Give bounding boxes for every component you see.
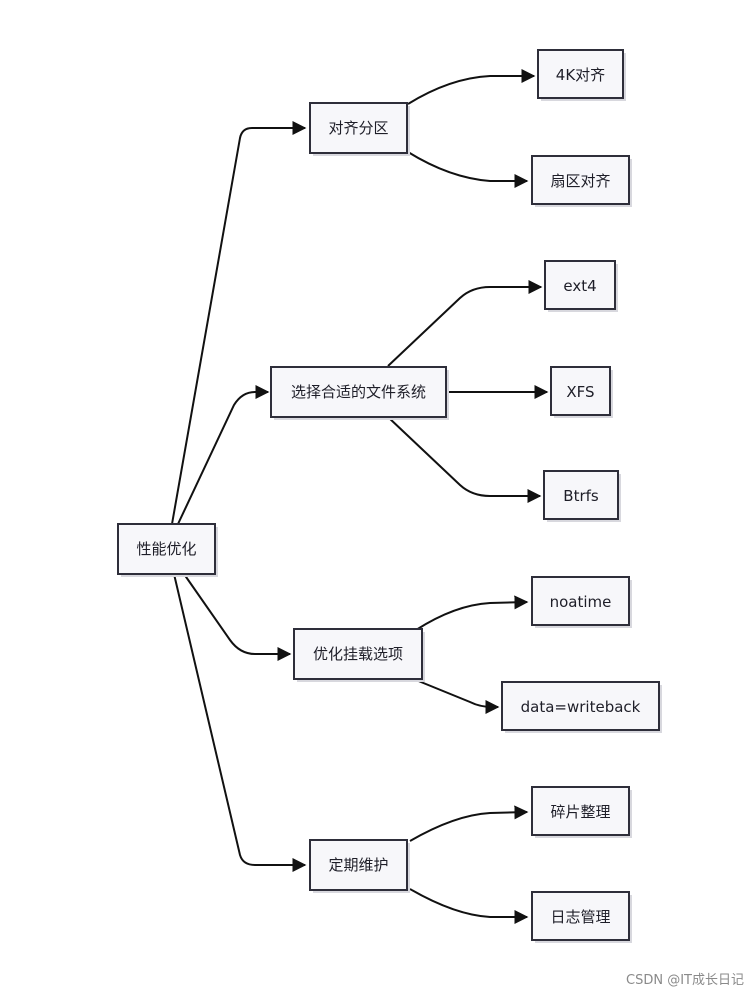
edge-root-maint bbox=[173, 573, 307, 872]
node-btrfs: Btrfs bbox=[543, 470, 621, 522]
edges bbox=[171, 69, 549, 924]
node-xfs: XFS bbox=[550, 366, 613, 418]
node-writeback: data=writeback bbox=[501, 681, 662, 733]
edge-mount-writeback bbox=[415, 679, 500, 714]
node-label-btrfs: Btrfs bbox=[563, 487, 599, 505]
edge-maint-logs bbox=[409, 888, 529, 924]
node-align: 对齐分区 bbox=[309, 102, 410, 156]
node-label-defrag: 碎片整理 bbox=[550, 803, 610, 821]
node-label-align-sector: 扇区对齐 bbox=[550, 172, 610, 190]
edge-mount-noatime bbox=[415, 595, 529, 631]
node-label-logs: 日志管理 bbox=[550, 908, 610, 926]
edge-fs-btrfs bbox=[387, 416, 542, 503]
node-label-align-4k: 4K对齐 bbox=[556, 66, 605, 84]
node-root: 性能优化 bbox=[117, 523, 218, 577]
node-label-noatime: noatime bbox=[550, 593, 612, 611]
node-maint: 定期维护 bbox=[309, 839, 410, 893]
edge-root-fs bbox=[177, 385, 270, 525]
node-label-xfs: XFS bbox=[566, 383, 594, 401]
node-label-maint: 定期维护 bbox=[328, 856, 388, 874]
node-label-fs: 选择合适的文件系统 bbox=[291, 383, 426, 401]
edge-root-mount bbox=[183, 573, 292, 661]
node-align-sector: 扇区对齐 bbox=[531, 155, 632, 207]
node-mount: 优化挂载选项 bbox=[293, 628, 425, 682]
node-noatime: noatime bbox=[531, 576, 632, 628]
node-defrag: 碎片整理 bbox=[531, 786, 632, 838]
node-logs: 日志管理 bbox=[531, 891, 632, 943]
edge-align-4k bbox=[407, 69, 536, 105]
watermark: CSDN @IT成长日记 bbox=[626, 973, 744, 988]
node-label-writeback: data=writeback bbox=[521, 698, 641, 716]
node-ext4: ext4 bbox=[544, 260, 618, 312]
node-label-root: 性能优化 bbox=[136, 540, 196, 558]
node-label-align: 对齐分区 bbox=[328, 119, 388, 137]
edge-root-align bbox=[171, 121, 307, 525]
node-label-ext4: ext4 bbox=[563, 277, 596, 295]
node-align-4k: 4K对齐 bbox=[537, 49, 626, 101]
edge-fs-ext4 bbox=[387, 280, 543, 367]
node-fs: 选择合适的文件系统 bbox=[270, 366, 449, 420]
edge-align-sector bbox=[407, 151, 529, 188]
edge-maint-defrag bbox=[409, 805, 529, 842]
node-label-mount: 优化挂载选项 bbox=[313, 645, 403, 663]
